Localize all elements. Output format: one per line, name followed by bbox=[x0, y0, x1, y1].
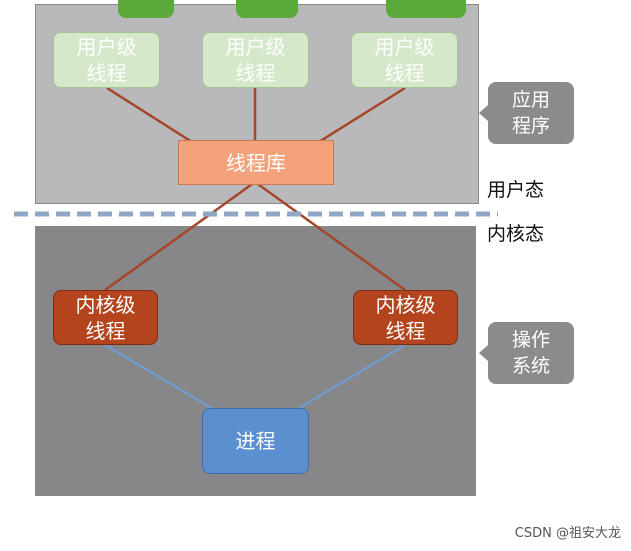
kernel-level-thread: 内核级 线程 bbox=[53, 290, 158, 345]
process-link-line bbox=[104, 344, 216, 411]
user-mode-label: 用户态 bbox=[487, 179, 545, 201]
thread-library: 线程库 bbox=[178, 140, 334, 185]
process-link-line bbox=[295, 344, 406, 411]
user-level-thread: 用户级 线程 bbox=[202, 32, 309, 88]
kernel-level-thread: 内核级 线程 bbox=[353, 290, 458, 345]
speech-bubble-icon bbox=[118, 0, 174, 18]
callout-pointer-icon bbox=[479, 345, 488, 361]
process-box: 进程 bbox=[202, 408, 309, 474]
kernel-mode-label: 内核态 bbox=[487, 223, 545, 245]
mapping-line bbox=[104, 180, 256, 292]
mapping-line bbox=[254, 180, 406, 292]
application-label: 应用 程序 bbox=[479, 82, 574, 144]
user-level-thread: 用户级 线程 bbox=[53, 32, 160, 88]
watermark: CSDN @祖安大龙 bbox=[514, 526, 621, 541]
user-level-thread: 用户级 线程 bbox=[351, 32, 458, 88]
speech-bubble-icon bbox=[236, 0, 298, 18]
operating-system-label-text: 操作 系统 bbox=[511, 329, 550, 377]
speech-bubble-icon bbox=[386, 0, 466, 18]
callout-pointer-icon bbox=[479, 105, 488, 121]
operating-system-label: 操作 系统 bbox=[479, 322, 574, 384]
application-label-text: 应用 程序 bbox=[511, 89, 550, 137]
